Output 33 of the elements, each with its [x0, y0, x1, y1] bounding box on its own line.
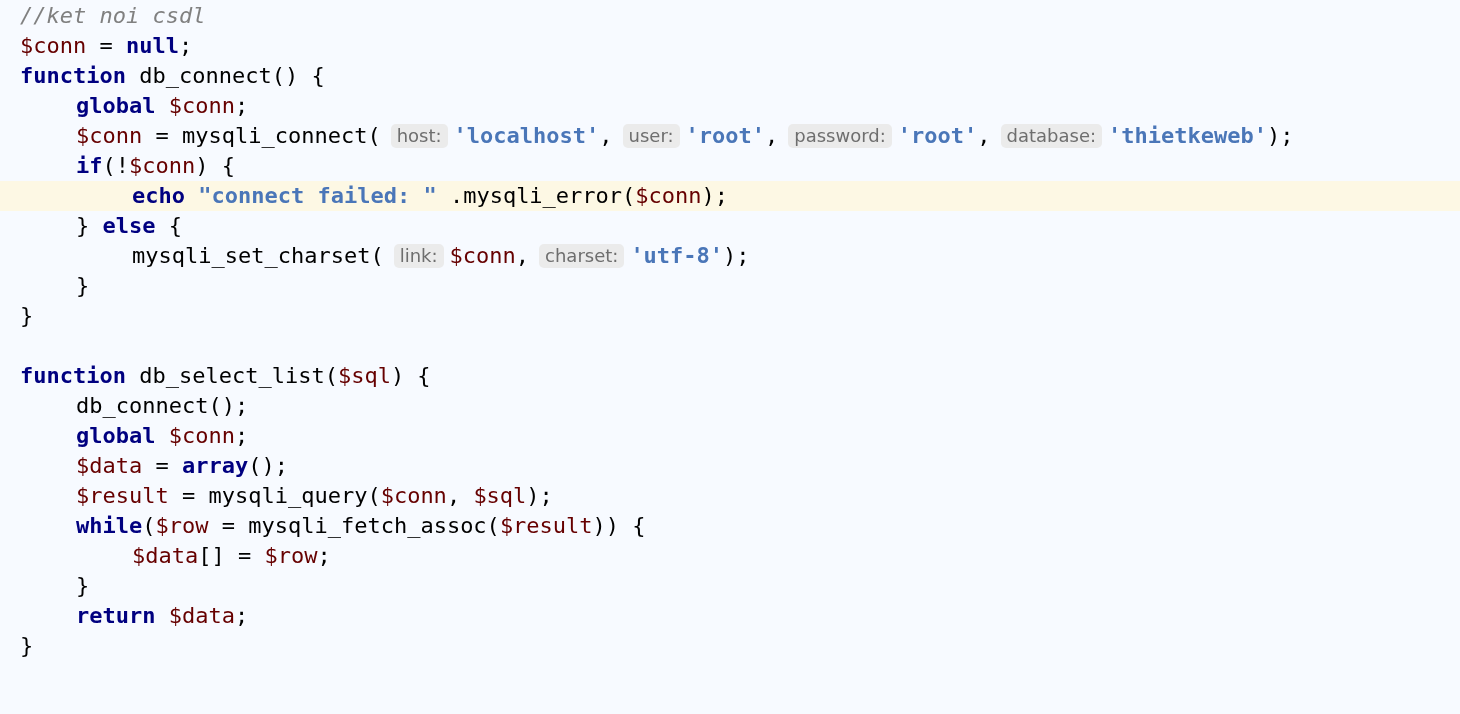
code-text: 'root', — [685, 122, 779, 150]
code-text: mysqli_set_charset( — [132, 242, 384, 270]
code-text: echo "connect failed: " .mysqli_error($conn); — [132, 182, 729, 210]
parameter-hint: host: — [390, 124, 448, 148]
code-text: $conn, — [449, 242, 530, 270]
parameter-hint: charset: — [539, 244, 625, 268]
code-text: } — [20, 632, 34, 660]
code-text: global $conn; — [76, 422, 249, 450]
code-text: $data[] = $row; — [132, 542, 331, 570]
code-text: 'root', — [897, 122, 991, 150]
parameter-hint: user: — [622, 124, 680, 148]
code-text: $conn = null; — [20, 32, 193, 60]
parameter-hint: database: — [1000, 124, 1103, 148]
code-text: global $conn; — [76, 92, 249, 120]
code-text: $result = mysqli_query($conn, $sql); — [76, 482, 553, 510]
code-text: } — [20, 302, 34, 330]
code-text: function db_select_list($sql) { — [20, 362, 431, 390]
code-text: } — [76, 272, 90, 300]
code-text: return $data; — [76, 602, 249, 630]
code-text: while($row = mysqli_fetch_assoc($result)) { — [76, 512, 646, 540]
code-text: } — [76, 572, 90, 600]
code-text: db_connect(); — [76, 392, 249, 420]
parameter-hint: link: — [393, 244, 444, 268]
code-text: 'thietkeweb'); — [1108, 122, 1294, 150]
code-text: 'localhost', — [453, 122, 613, 150]
code-text: $data = array(); — [76, 452, 288, 480]
code-text: if(!$conn) { — [76, 152, 235, 180]
code-text: } else { — [76, 212, 182, 240]
code-text: $conn = mysqli_connect( — [76, 122, 381, 150]
code-comment: //ket noi csdl — [20, 2, 206, 30]
code-text: 'utf-8'); — [630, 242, 750, 270]
code-text: function db_connect() { — [20, 62, 325, 90]
parameter-hint: password: — [788, 124, 892, 148]
